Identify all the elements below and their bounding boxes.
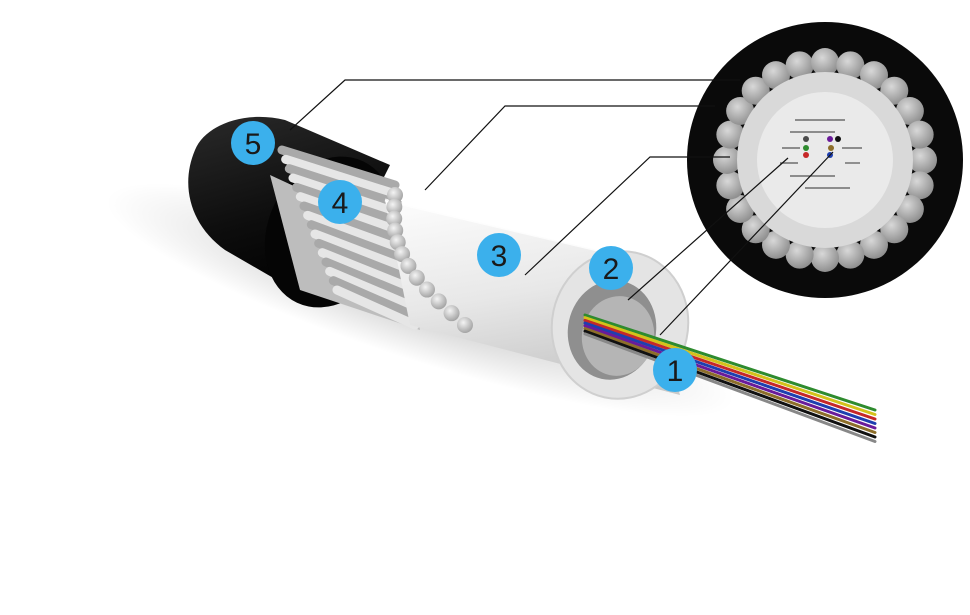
cross-section-wire	[860, 61, 888, 90]
cross-section-wire	[860, 230, 888, 259]
armor-strand	[314, 238, 413, 283]
cross-section-wire	[811, 244, 839, 272]
leader-line-2	[627, 157, 789, 301]
armor-strand	[306, 220, 411, 265]
cross-section-fiber	[803, 136, 809, 142]
cross-section-fiber	[803, 145, 809, 151]
armor-strand	[277, 145, 400, 190]
cross-section-wire	[811, 48, 839, 76]
armor-strand	[325, 266, 417, 311]
badge-2-label: 2	[603, 253, 620, 286]
cross-section-wire	[895, 195, 924, 223]
cross-section-gel-marks	[780, 119, 862, 189]
optical-fibers	[583, 313, 877, 443]
leader-line-4	[424, 105, 715, 191]
armor-wire-end	[386, 210, 403, 227]
armor-wire-end	[408, 269, 425, 286]
fiber-strand	[583, 318, 877, 421]
armor-strand	[281, 154, 401, 199]
cross-section-wire	[741, 76, 770, 105]
cross-section-wire	[905, 171, 934, 200]
badge-1-label: 1	[667, 355, 684, 388]
cross-section-wire	[762, 61, 790, 90]
cross-section-wire	[880, 76, 909, 105]
leader-line-1	[659, 151, 834, 336]
badge-5: 5	[231, 121, 275, 165]
armor-wire-end	[394, 246, 411, 263]
cross-section-wire	[909, 146, 937, 174]
cross-section-wire	[762, 230, 790, 259]
cross-section-wire	[716, 171, 745, 200]
armor-strand	[332, 285, 420, 330]
armor-strand	[310, 229, 412, 274]
armor-wires	[270, 145, 420, 330]
leader-line-3	[524, 156, 730, 276]
armor-wire-end	[443, 305, 460, 322]
cross-section-wire	[785, 240, 814, 269]
fiber-strand	[583, 321, 877, 425]
cross-section-armor-ring	[713, 48, 937, 272]
cross-section-fiber	[827, 136, 833, 142]
badge-1: 1	[653, 348, 697, 392]
cross-section-wire	[716, 120, 745, 149]
leader-lines	[289, 79, 834, 336]
cross-section-fiber	[803, 152, 809, 158]
cross-section-fiber	[828, 145, 834, 151]
armor-strand	[317, 248, 415, 293]
cross-section-wire	[741, 215, 770, 244]
fiber-strand	[583, 327, 877, 434]
badge-3-label: 3	[491, 240, 508, 273]
fiber-strand	[583, 313, 877, 412]
cross-section-wire	[785, 51, 814, 80]
armor-strand	[321, 257, 416, 302]
armor-strand	[303, 210, 409, 255]
cross-section-wire	[726, 195, 755, 223]
cross-section-wire	[726, 97, 755, 125]
badge-3: 3	[477, 233, 521, 277]
cross-section-wire	[836, 240, 865, 269]
cross-section-fiber	[835, 136, 841, 142]
fiber-strand	[583, 324, 877, 430]
cross-section-wire	[713, 146, 741, 174]
badge-4: 4	[318, 180, 362, 224]
cross-section-wire	[895, 97, 924, 125]
armor-wire-end	[418, 281, 435, 298]
armor-wire-end	[430, 293, 447, 310]
cross-section-fibers	[803, 136, 841, 158]
cross-section-wire	[836, 51, 865, 80]
armor-strand	[328, 276, 419, 321]
fiber-strand	[583, 332, 877, 443]
armor-wire-end	[386, 198, 403, 215]
armor-wire-end	[400, 257, 417, 274]
badge-4-label: 4	[332, 187, 349, 220]
cross-section-wire	[880, 215, 909, 244]
armor-wire-end	[387, 187, 403, 203]
armor-wire-end	[456, 317, 473, 333]
fiber-strand	[583, 316, 877, 416]
badge-5-label: 5	[245, 128, 262, 161]
cross-section-wire	[905, 120, 934, 149]
badge-2: 2	[589, 246, 633, 290]
fiber-strand	[583, 329, 877, 439]
leader-line-5	[289, 79, 740, 131]
